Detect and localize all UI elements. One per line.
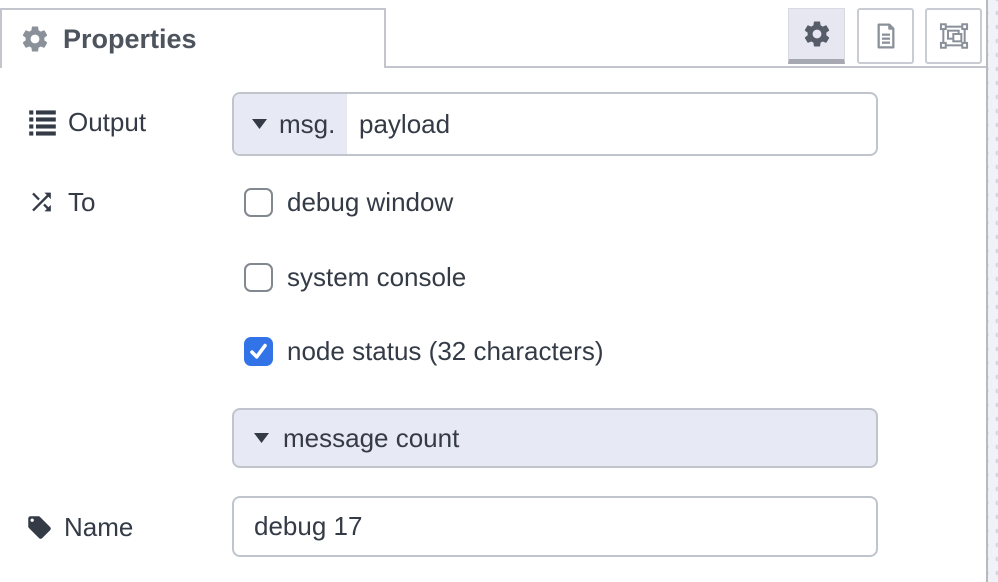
output-value-text: payload bbox=[359, 108, 451, 139]
checkbox-label: debug window bbox=[287, 186, 454, 217]
output-typed-input[interactable]: msg. payload bbox=[232, 92, 878, 156]
appearance-toolbar-button[interactable] bbox=[925, 8, 982, 64]
appearance-icon bbox=[939, 23, 968, 49]
checkbox[interactable] bbox=[244, 262, 273, 292]
checkbox[interactable] bbox=[244, 187, 273, 217]
checkmark-icon bbox=[250, 343, 267, 359]
to-label: To bbox=[26, 184, 95, 220]
to-label-text: To bbox=[68, 186, 96, 217]
list-icon bbox=[29, 109, 56, 136]
gear-icon bbox=[22, 26, 48, 52]
caret-down-icon bbox=[254, 433, 269, 443]
tabbar-divider bbox=[386, 66, 986, 68]
checkbox-row-node-status[interactable]: node status (32 characters) bbox=[244, 333, 604, 369]
checkbox-row-system-console[interactable]: system console bbox=[244, 259, 466, 295]
output-label: Output bbox=[28, 104, 146, 140]
checkbox-row-debug-window[interactable]: debug window bbox=[244, 184, 453, 220]
name-input-value: debug 17 bbox=[254, 511, 363, 541]
document-icon bbox=[877, 23, 894, 49]
name-label-text: Name bbox=[64, 511, 134, 542]
output-type-label: msg. bbox=[279, 108, 336, 139]
tab-properties[interactable]: Properties bbox=[0, 8, 386, 68]
shuffle-icon bbox=[32, 192, 51, 212]
gear-icon bbox=[804, 21, 829, 47]
tab-title: Properties bbox=[63, 23, 197, 54]
caret-down-icon bbox=[252, 119, 267, 129]
output-type-select[interactable]: msg. bbox=[234, 94, 347, 154]
name-label: Name bbox=[26, 509, 133, 545]
description-toolbar-button[interactable] bbox=[857, 8, 914, 64]
checkbox[interactable] bbox=[244, 336, 273, 366]
checkbox-label: system console bbox=[287, 261, 467, 292]
properties-toolbar-button[interactable] bbox=[788, 8, 845, 64]
status-type-label: message count bbox=[283, 422, 460, 453]
tag-icon bbox=[28, 515, 51, 539]
checkbox-label: node status (32 characters) bbox=[287, 335, 604, 366]
output-value-input[interactable]: payload bbox=[347, 94, 876, 154]
panel-resize-grip[interactable] bbox=[986, 0, 998, 582]
output-label-text: Output bbox=[68, 106, 147, 137]
name-input[interactable]: debug 17 bbox=[232, 496, 878, 557]
status-type-select[interactable]: message count bbox=[232, 408, 878, 468]
